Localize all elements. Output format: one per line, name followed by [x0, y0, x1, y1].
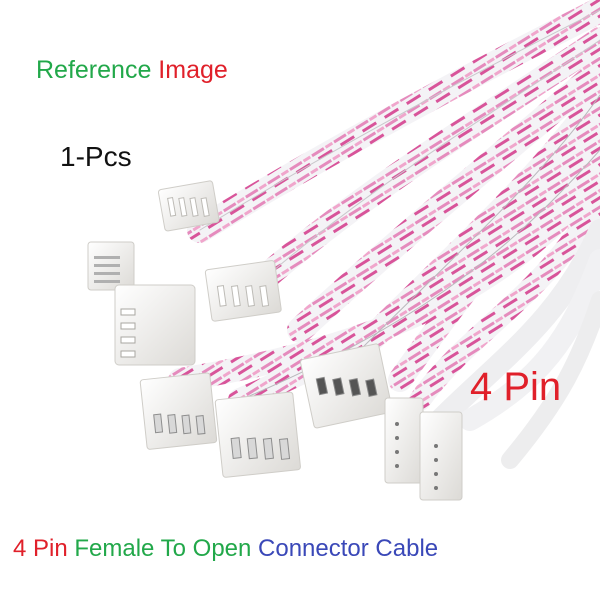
reference-image-title: Reference Image: [36, 58, 228, 83]
product-caption: 4 Pin Female To Open Connector Cable: [13, 537, 438, 561]
reference-title-word-1: Reference: [36, 56, 159, 84]
reference-title-word-2: Image: [158, 56, 228, 84]
caption-product: Connector Cable: [258, 535, 439, 562]
caption-pin-count: 4 Pin: [13, 535, 75, 562]
caption-type: Female To Open: [74, 535, 259, 562]
quantity-label: 1-Pcs: [60, 141, 132, 172]
ribbon-cables: [168, 0, 600, 469]
connector-housings: [87, 180, 463, 501]
pin-count-badge: 4 Pin: [470, 365, 562, 409]
